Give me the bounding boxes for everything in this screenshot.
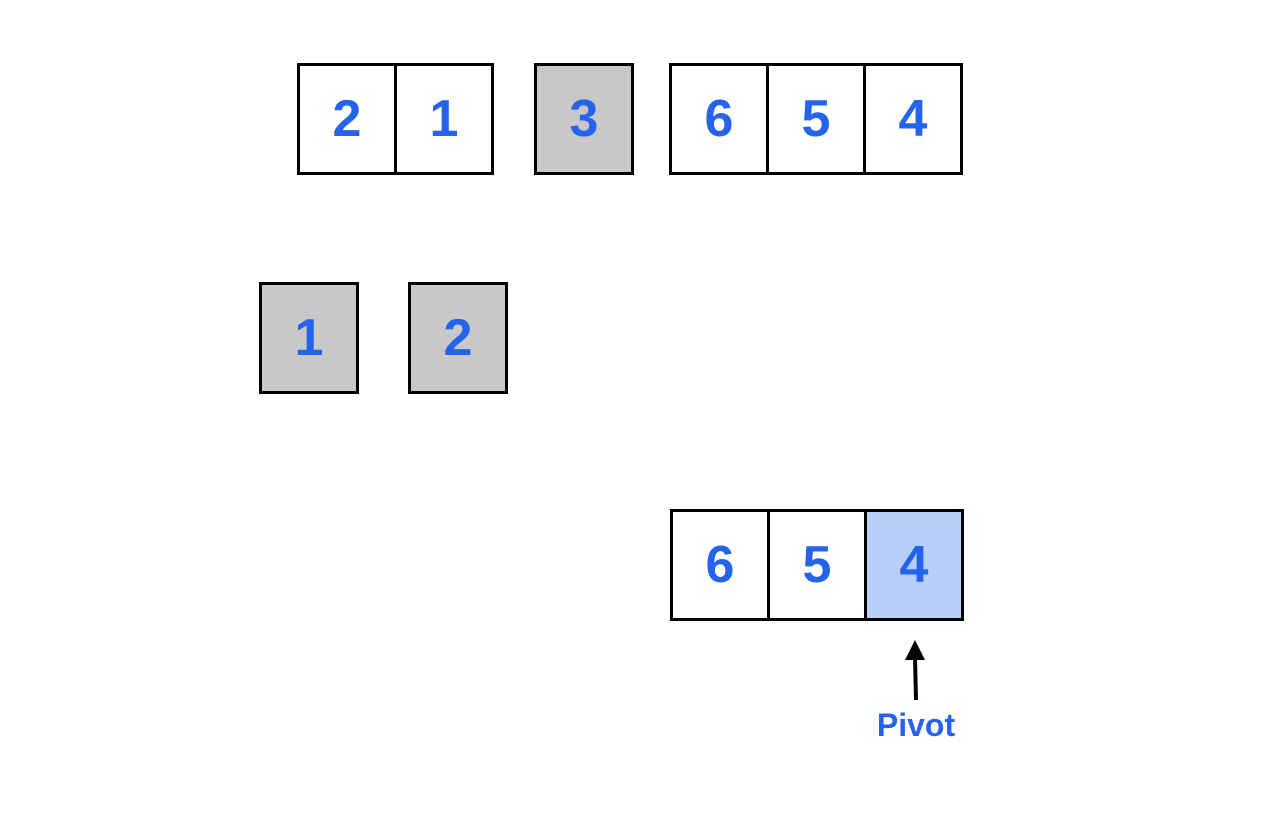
sorted-cell: 2: [408, 282, 508, 394]
up-arrow-icon: [905, 640, 925, 701]
array-cell: 5: [767, 509, 867, 621]
pivot-label: Pivot: [876, 707, 956, 743]
row1-sorted-element: 3: [534, 63, 634, 175]
pivot-cell: 4: [864, 509, 964, 621]
sorted-cell: 3: [534, 63, 634, 175]
array-cell: 2: [297, 63, 397, 175]
array-cell: 6: [670, 509, 770, 621]
row3-partition: 6 5 4: [670, 509, 964, 621]
row1-left-partition: 2 1: [297, 63, 494, 175]
array-cell: 5: [766, 63, 866, 175]
row1-right-partition: 6 5 4: [669, 63, 963, 175]
row2-sorted-element-a: 1: [259, 282, 359, 394]
array-cell: 1: [394, 63, 494, 175]
array-cell: 6: [669, 63, 769, 175]
array-cell: 4: [863, 63, 963, 175]
row2-sorted-element-b: 2: [408, 282, 508, 394]
sorted-cell: 1: [259, 282, 359, 394]
